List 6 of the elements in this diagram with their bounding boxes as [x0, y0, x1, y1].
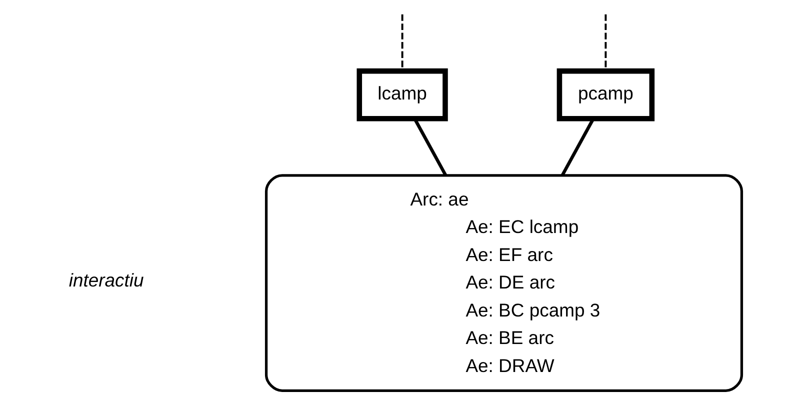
- node-box: Arc: ae Ae: EC lcamp Ae: EF arc Ae: DE arc Ae: BC pcamp 3 Ae: BE arc Ae: DRAW: [264, 174, 744, 392]
- connector: [560, 118, 595, 176]
- label: interactiu: [68, 270, 144, 291]
- connector: [413, 118, 448, 176]
- node-box: lcamp: [356, 68, 448, 122]
- node-box: pcamp: [556, 68, 655, 122]
